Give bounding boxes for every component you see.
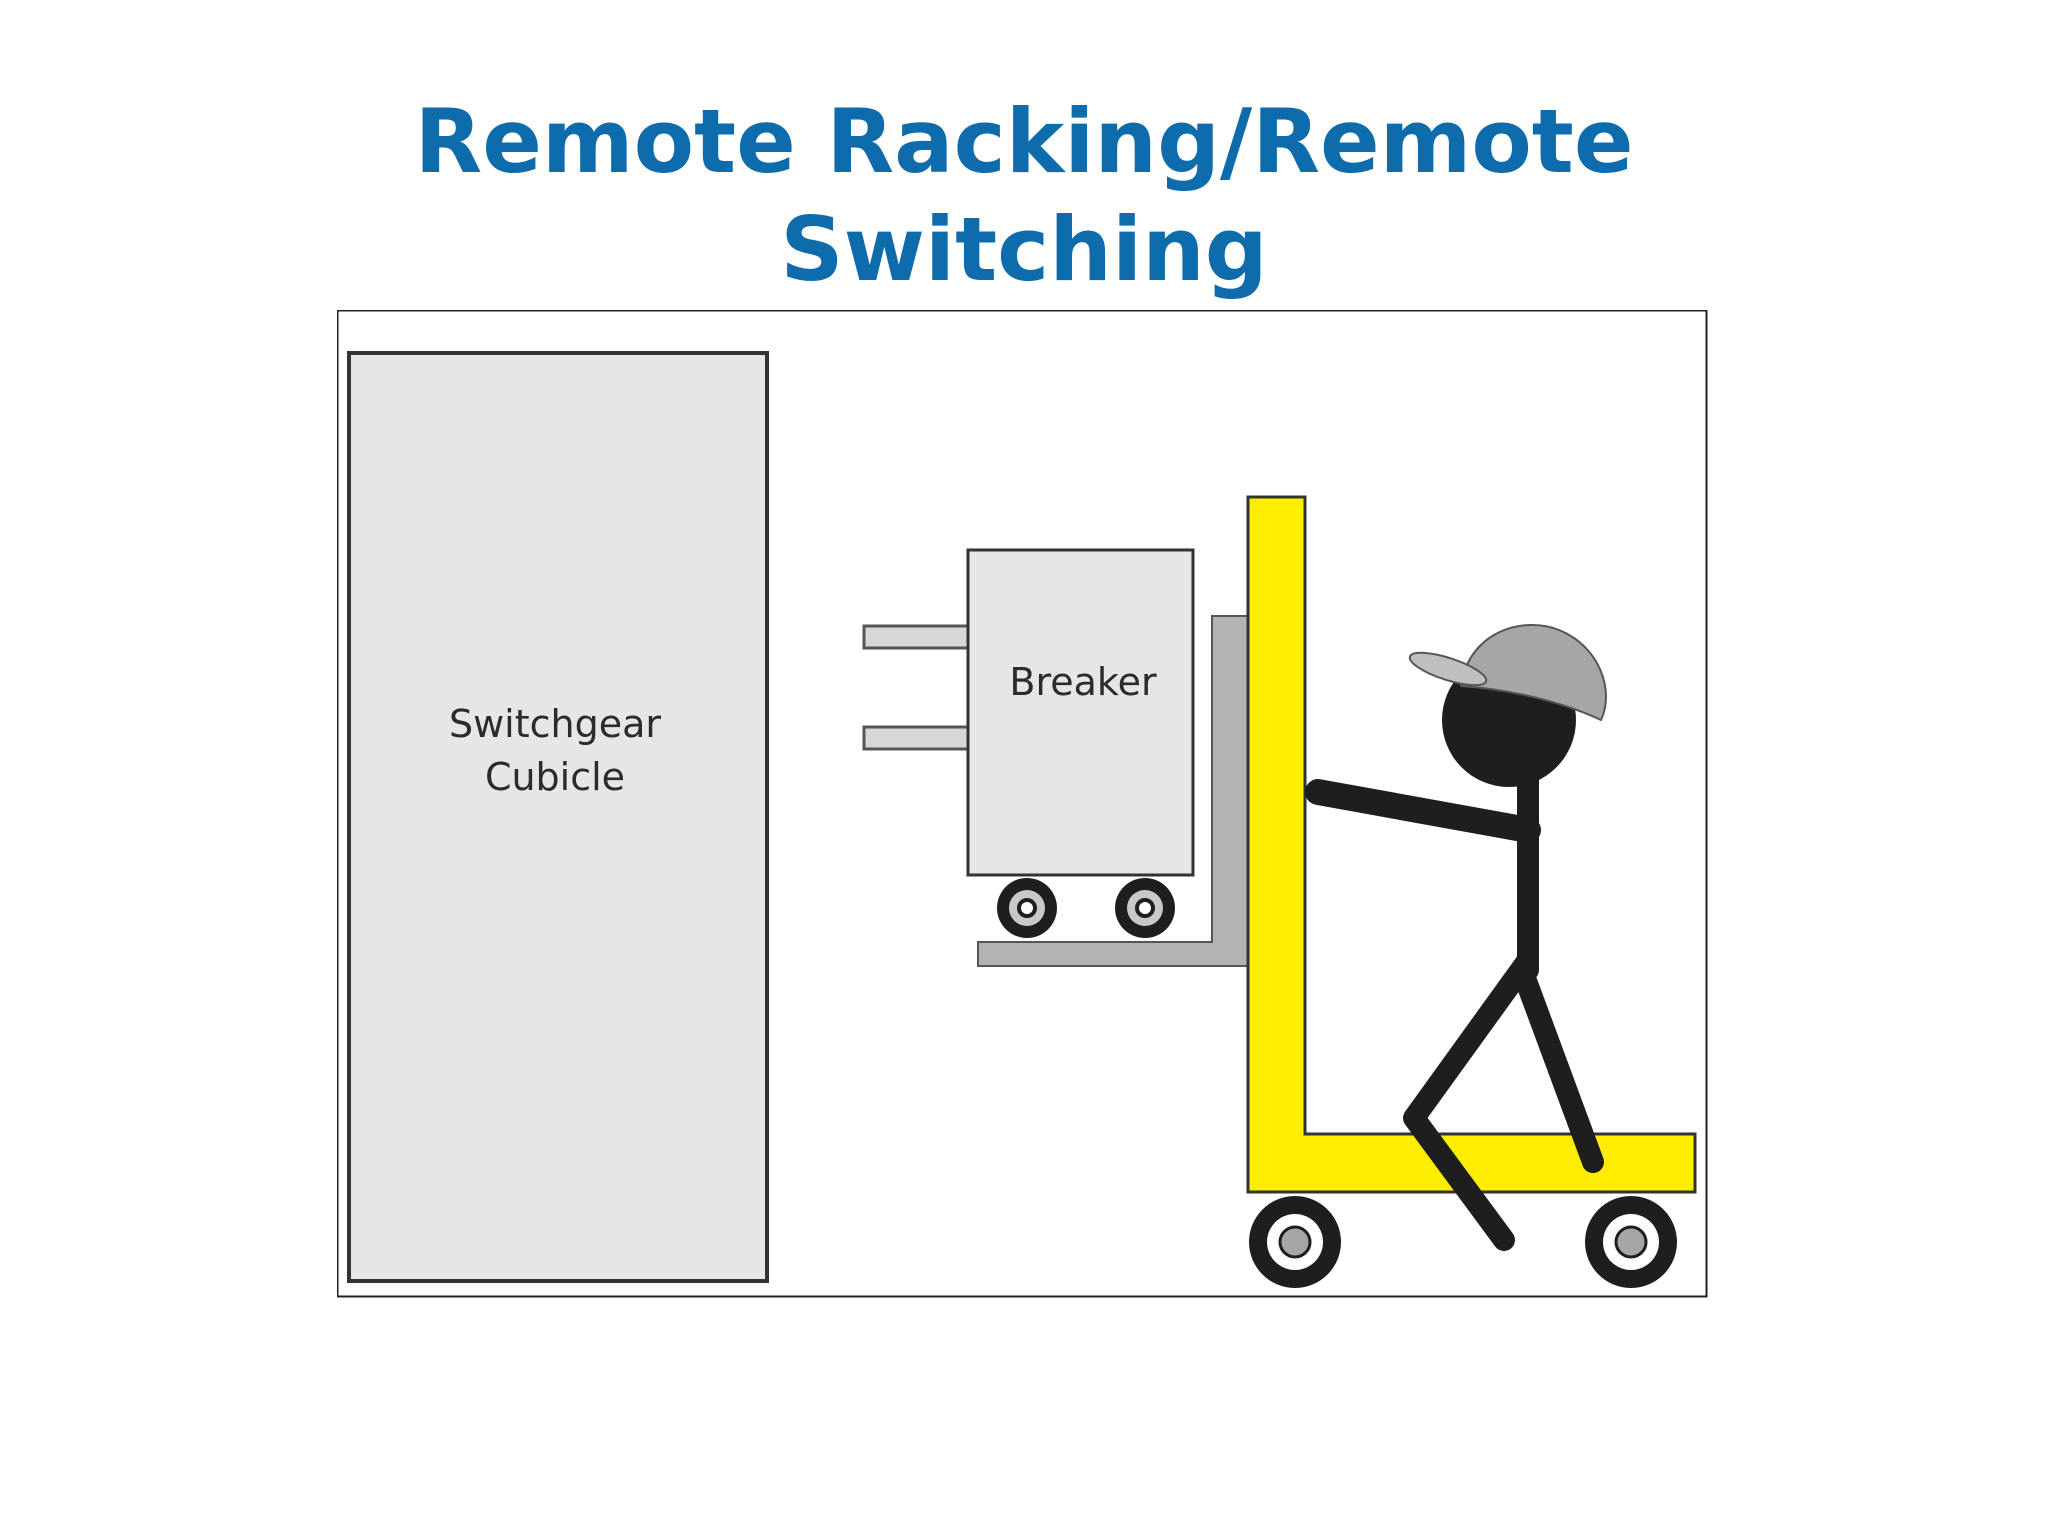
operator-leg-back bbox=[1403, 949, 1539, 1251]
stick-figure-operator bbox=[1305, 623, 1607, 1251]
racking-cart bbox=[1246, 495, 1697, 1194]
breaker-body bbox=[966, 548, 1195, 877]
operator-leg-front bbox=[1511, 959, 1604, 1173]
wheel-icon bbox=[1585, 1196, 1677, 1288]
wheel-icon bbox=[1249, 1196, 1341, 1288]
breaker-stab-lower bbox=[862, 725, 970, 751]
switchgear-label-line-1: Switchgear bbox=[449, 702, 661, 746]
title-line-1: Remote Racking/Remote bbox=[414, 90, 1634, 193]
operator-arm bbox=[1305, 779, 1541, 843]
diagram-canvas: Switchgear Cubicle Breaker bbox=[337, 310, 1708, 1298]
breaker: Breaker bbox=[862, 548, 1195, 938]
slide-title: Remote Racking/Remote Switching bbox=[0, 88, 2048, 304]
hard-hat-icon bbox=[1408, 623, 1607, 721]
switchgear-cubicle: Switchgear Cubicle bbox=[347, 351, 769, 1283]
wheel-icon bbox=[997, 878, 1057, 938]
remote-racking-diagram: Switchgear Cubicle Breaker bbox=[337, 310, 1708, 1298]
wheel-icon bbox=[1115, 878, 1175, 938]
breaker-label: Breaker bbox=[1009, 660, 1157, 704]
switchgear-label-line-2: Cubicle bbox=[485, 755, 625, 799]
title-line-2: Switching bbox=[780, 198, 1268, 301]
breaker-stab-upper bbox=[862, 624, 970, 650]
switchgear-cubicle-body bbox=[347, 351, 769, 1283]
cart-frame bbox=[1246, 495, 1697, 1194]
